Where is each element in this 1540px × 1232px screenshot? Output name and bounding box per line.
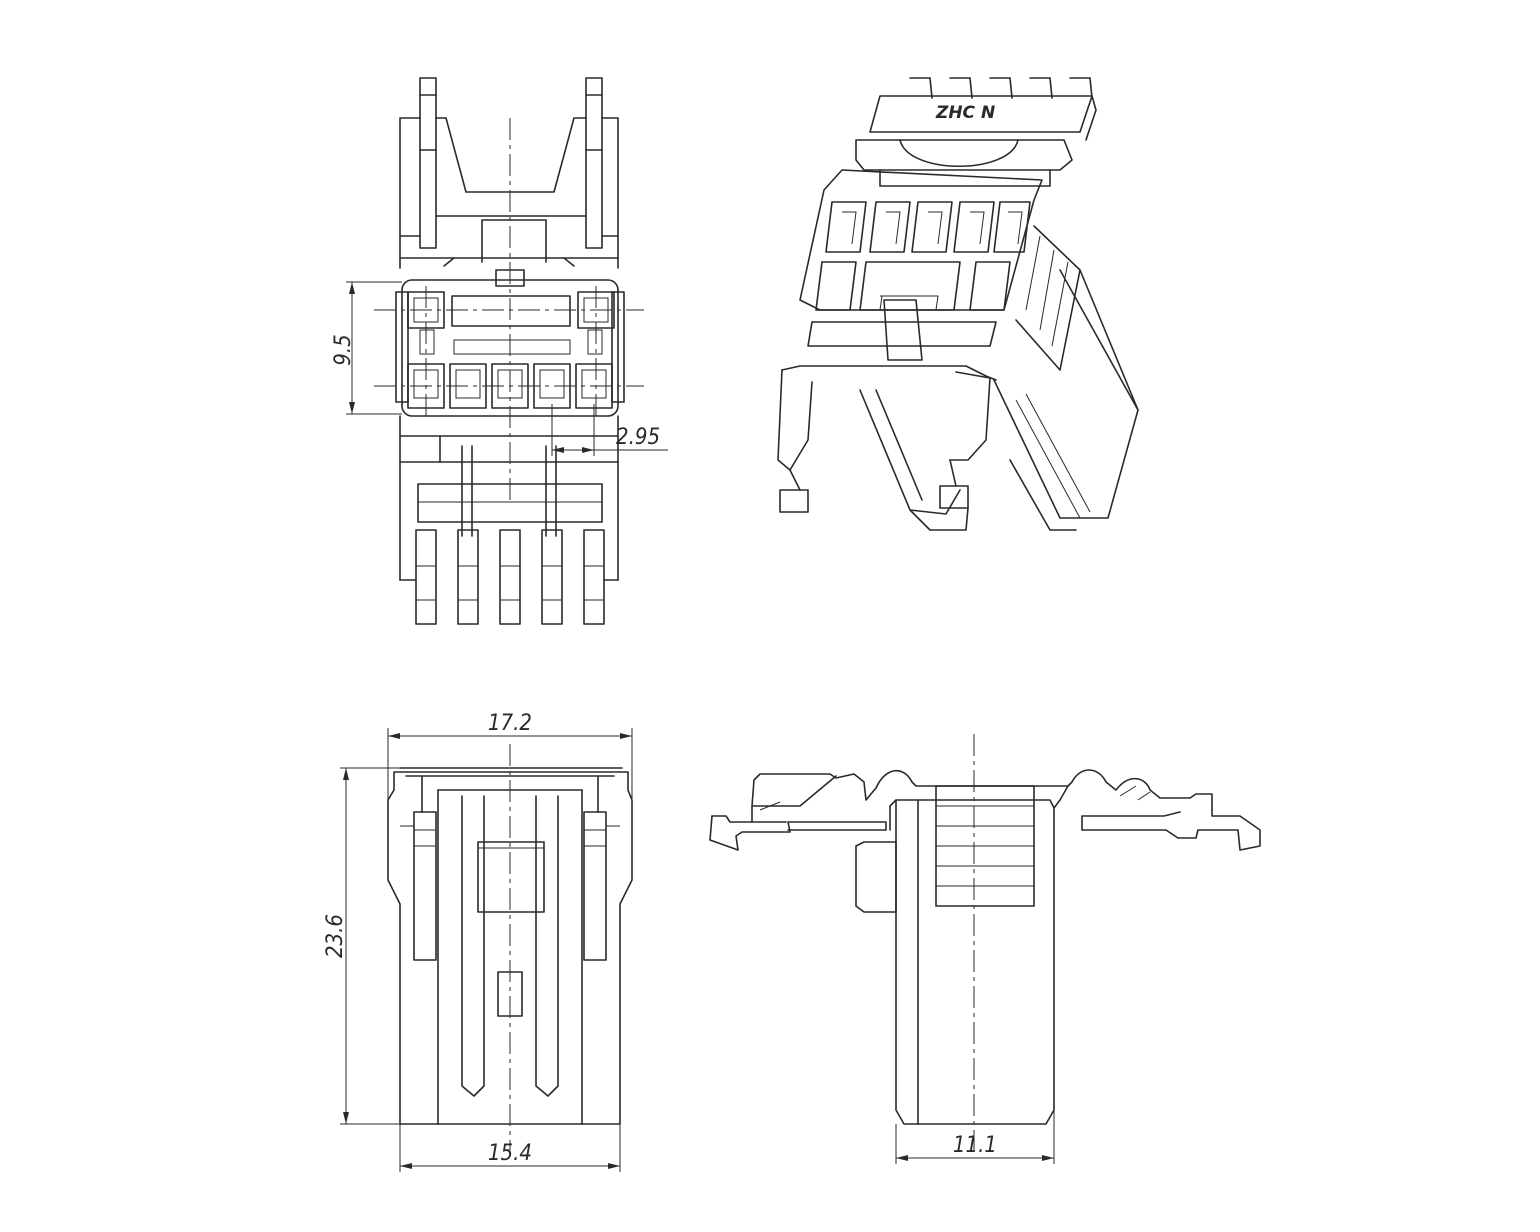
front-view: [374, 77, 644, 625]
dimension-overall-width: 17.2: [387, 711, 633, 800]
dim-label-11-1: 11.1: [953, 1133, 997, 1158]
dim-label-17-2: 17.2: [488, 711, 532, 736]
isometric-marking: ZHC N: [935, 103, 995, 123]
dimension-height: 23.6: [323, 767, 400, 1125]
dim-label-2-95: 2.95: [616, 425, 660, 450]
side-view: [387, 744, 633, 1150]
dim-label-9-5: 9.5: [331, 334, 356, 365]
plan-view: [709, 734, 1261, 1150]
dim-label-15-4: 15.4: [488, 1141, 532, 1166]
dimension-body-width: 15.4: [399, 1124, 621, 1172]
dimension-pitch-horizontal: 2.95: [551, 404, 668, 456]
dimension-depth: 11.1: [895, 1110, 1055, 1164]
isometric-view: ZHC N: [777, 77, 1139, 531]
dimension-pitch-vertical: 9.5: [331, 281, 402, 415]
dim-label-23-6: 23.6: [323, 914, 348, 958]
